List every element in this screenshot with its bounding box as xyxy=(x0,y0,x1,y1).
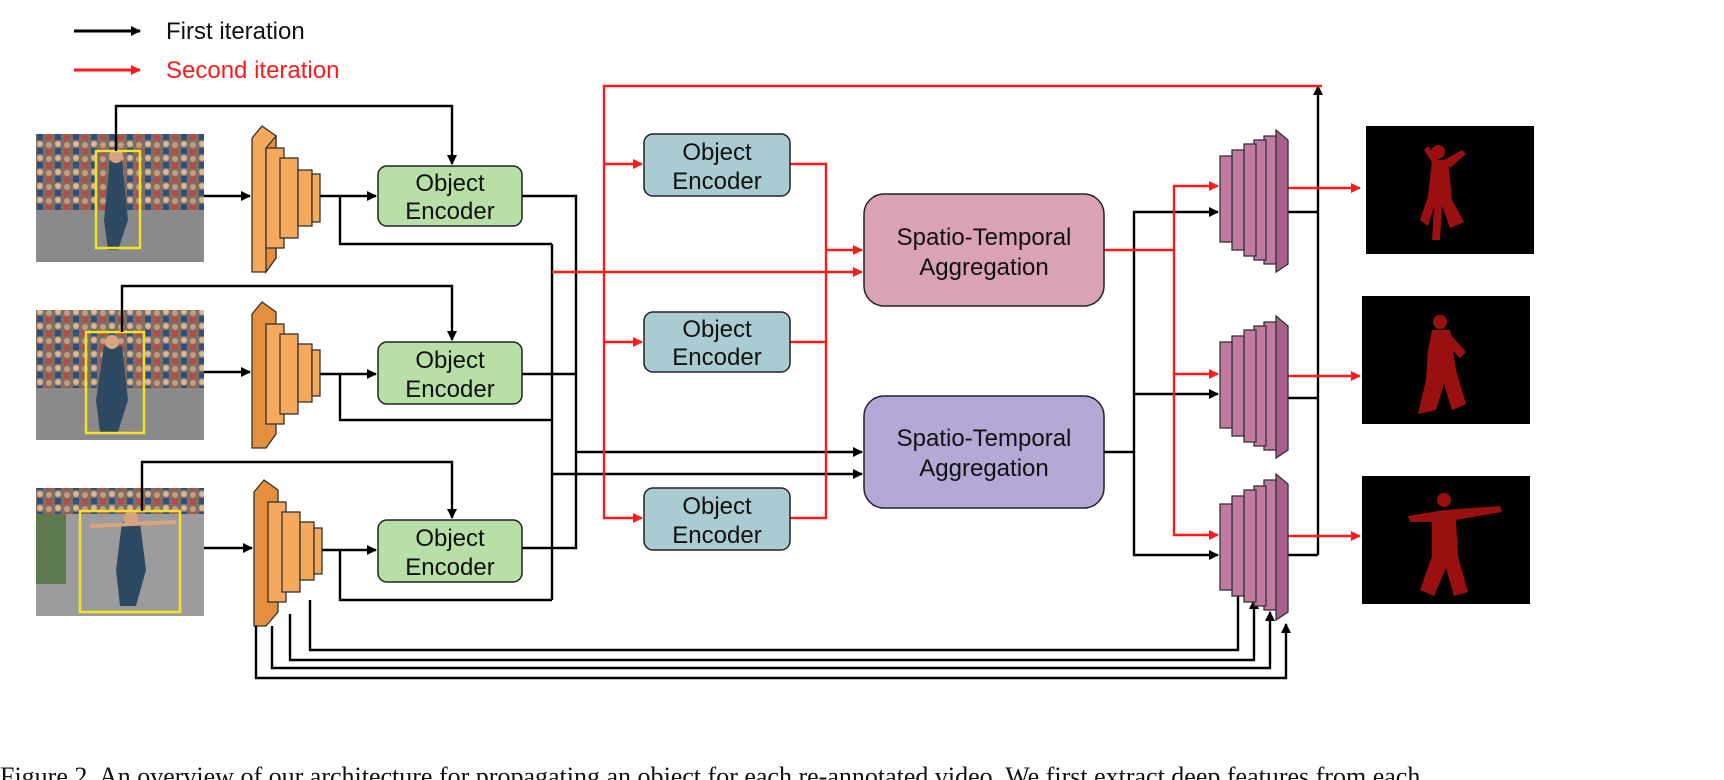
legend: First iteration Second iteration xyxy=(74,18,339,84)
svg-text:Spatio-Temporal: Spatio-Temporal xyxy=(897,224,1072,251)
bounding-box xyxy=(94,149,142,250)
svg-text:Spatio-Temporal: Spatio-Temporal xyxy=(897,425,1072,452)
object-encoder-second-1: Object Encoder xyxy=(643,133,791,197)
decoder-3 xyxy=(1219,472,1289,622)
svg-text:Encoder: Encoder xyxy=(672,168,761,195)
object-encoder-second-3: Object Encoder xyxy=(643,487,791,551)
backbone-1 xyxy=(251,125,321,275)
bounding-box xyxy=(78,509,182,614)
svg-text:Encoder: Encoder xyxy=(405,376,494,403)
input-frame-2 xyxy=(36,310,204,440)
object-encoder-first-3: Object Encoder xyxy=(377,519,523,583)
figure-caption: Figure 2. An overview of our architectur… xyxy=(0,766,1724,780)
spatio-temporal-aggregation-first: Spatio-Temporal Aggregation xyxy=(863,395,1105,509)
svg-text:Encoder: Encoder xyxy=(672,344,761,371)
backbone-3 xyxy=(253,479,323,627)
backbone-2 xyxy=(251,301,321,449)
input-frame-1 xyxy=(36,134,204,262)
input-frame-3 xyxy=(36,488,204,616)
svg-text:Object: Object xyxy=(415,525,485,552)
legend-first-label: First iteration xyxy=(166,18,305,45)
first-iteration-edges xyxy=(114,85,1323,680)
second-iteration-edges xyxy=(552,84,1361,541)
svg-text:Object: Object xyxy=(415,347,485,374)
svg-text:Encoder: Encoder xyxy=(405,554,494,581)
output-mask-2 xyxy=(1362,296,1530,424)
svg-text:Object: Object xyxy=(682,316,752,343)
output-mask-1 xyxy=(1366,126,1534,254)
spatio-temporal-aggregation-second: Spatio-Temporal Aggregation xyxy=(863,193,1105,307)
output-mask-3 xyxy=(1362,476,1530,604)
bounding-box xyxy=(84,330,146,435)
svg-text:Encoder: Encoder xyxy=(405,198,494,225)
svg-text:Aggregation: Aggregation xyxy=(919,254,1048,281)
object-encoder-first-1: Object Encoder xyxy=(377,165,523,227)
decoder-2 xyxy=(1219,314,1289,460)
svg-text:Object: Object xyxy=(682,493,752,520)
object-encoder-second-2: Object Encoder xyxy=(643,311,791,373)
svg-text:Encoder: Encoder xyxy=(672,522,761,549)
svg-text:Aggregation: Aggregation xyxy=(919,455,1048,482)
object-encoder-first-2: Object Encoder xyxy=(377,341,523,405)
svg-text:Object: Object xyxy=(682,139,752,166)
svg-text:Object: Object xyxy=(415,170,485,197)
decoder-1 xyxy=(1219,128,1289,274)
legend-second-label: Second iteration xyxy=(166,57,339,84)
